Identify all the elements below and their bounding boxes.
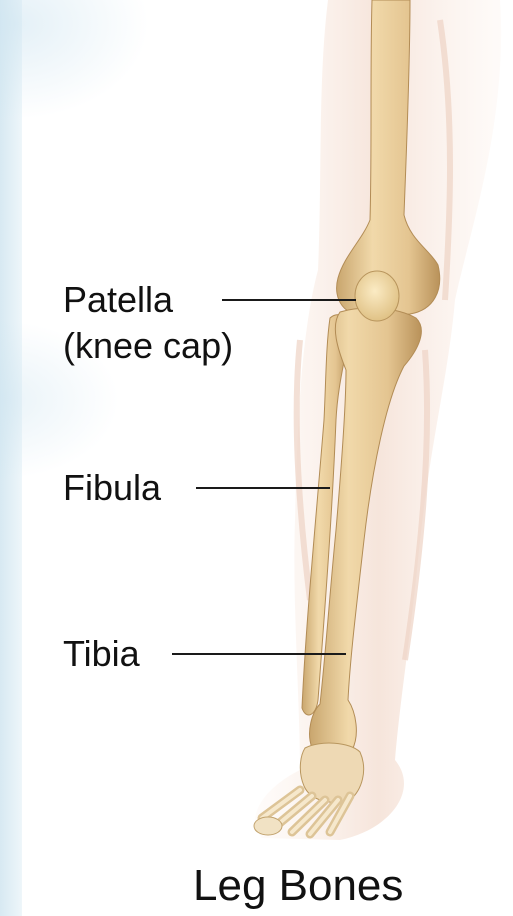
tibia-label: Tibia bbox=[63, 633, 140, 675]
patella-label: Patella bbox=[63, 279, 173, 321]
patella-bone bbox=[355, 271, 399, 321]
patella-note-label: (knee cap) bbox=[63, 325, 233, 367]
figure-title: Leg Bones bbox=[193, 861, 403, 911]
fibula-label: Fibula bbox=[63, 467, 161, 509]
